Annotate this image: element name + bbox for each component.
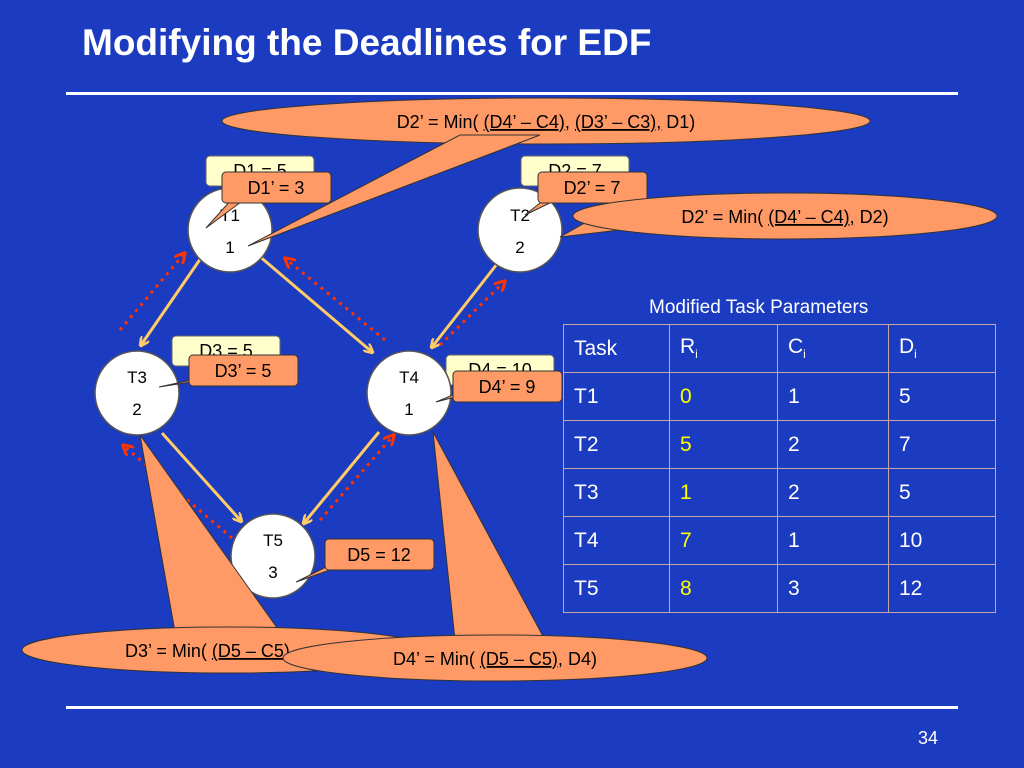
cell-task: T5 bbox=[563, 564, 670, 613]
table-row: T4 7 1 10 bbox=[563, 516, 996, 565]
cell-deadline: 5 bbox=[888, 372, 996, 421]
callout-term: (D5 – C5), bbox=[212, 641, 295, 661]
cell-task: T3 bbox=[563, 468, 670, 517]
callout-d2-top: D2’ = Min( (D4’ – C4), (D3’ – C3), D1) bbox=[221, 97, 871, 247]
back-arrow-t5-t4 bbox=[318, 436, 393, 521]
back-arrow-t3-t1 bbox=[118, 254, 184, 331]
task-name: T3 bbox=[127, 368, 147, 387]
task-cost: 1 bbox=[404, 400, 413, 419]
task-node-t2: T2 2 bbox=[477, 187, 563, 273]
d2-modified-label: D2’ = 7 bbox=[564, 178, 621, 198]
cell-cost: 2 bbox=[777, 420, 889, 469]
task-cost: 3 bbox=[268, 563, 277, 582]
task-cost: 2 bbox=[132, 400, 141, 419]
table-row: T3 1 2 5 bbox=[563, 468, 996, 517]
back-arrow-t4-t1 bbox=[286, 259, 386, 342]
callout-suffix: D4) bbox=[563, 649, 597, 669]
table-header-row: Task Ri Ci Di bbox=[563, 324, 996, 373]
callout-term: (D4’ – C4), bbox=[768, 207, 854, 227]
callout-suffix: D2) bbox=[855, 207, 889, 227]
callout-term: (D3’ – C3), bbox=[575, 112, 661, 132]
callout-d4-bottom: D4’ = Min( (D5 – C5), D4) bbox=[282, 431, 708, 682]
callout-prefix: D4’ = Min( bbox=[393, 649, 480, 669]
callouts: D2’ = Min( (D4’ – C4), (D3’ – C3), D1) D… bbox=[21, 97, 998, 682]
propagation-arrows bbox=[118, 254, 504, 540]
callout-prefix: D2’ = Min( bbox=[397, 112, 484, 132]
edge-t3-t5 bbox=[160, 431, 241, 521]
svg-text:D2’ = Min( (D4’ – C4), (D3’ –: D2’ = Min( (D4’ – C4), (D3’ – C3), D1) bbox=[397, 112, 696, 132]
callout-d2-right: D2’ = Min( (D4’ – C4), D2) bbox=[559, 192, 998, 240]
d4-modified-label: D4’ = 9 bbox=[479, 377, 536, 397]
d3-modified-label: D3’ = 5 bbox=[215, 361, 272, 381]
d1-modified-label: D1’ = 3 bbox=[248, 178, 305, 198]
task-cost: 1 bbox=[225, 238, 234, 257]
task-name: T2 bbox=[510, 206, 530, 225]
modified-deadline-boxes: D1’ = 3 D2’ = 7 D3’ = 5 D4’ = 9 D5 = 12 bbox=[158, 171, 648, 583]
cell-deadline: 10 bbox=[888, 516, 996, 565]
edge-t2-t4 bbox=[432, 263, 499, 347]
task-node-t3: T3 2 bbox=[94, 350, 180, 436]
bottom-divider bbox=[66, 706, 958, 709]
cell-release: 7 bbox=[669, 516, 778, 565]
callout-term: (D5 – C5), bbox=[480, 649, 563, 669]
slide-title: Modifying the Deadlines for EDF bbox=[82, 22, 652, 63]
back-arrow-t4-t2 bbox=[438, 282, 504, 347]
header-release: Ri bbox=[669, 324, 778, 373]
task-nodes: T1 1 T2 2 T3 2 T4 1 T5 3 bbox=[94, 187, 563, 599]
cell-task: T2 bbox=[563, 420, 670, 469]
edge-t1-t4 bbox=[257, 253, 372, 352]
header-task: Task bbox=[563, 324, 670, 373]
cell-deadline: 7 bbox=[888, 420, 996, 469]
cell-release: 1 bbox=[669, 468, 778, 517]
cell-deadline: 5 bbox=[888, 468, 996, 517]
table-row: T2 5 2 7 bbox=[563, 420, 996, 469]
task-parameters-table: Task Ri Ci Di T1 0 1 5 T2 5 2 7 T3 1 2 5… bbox=[563, 324, 996, 613]
edge-t1-t3 bbox=[141, 254, 205, 345]
svg-text:D2’ = Min( (D4’ – C4), D2): D2’ = Min( (D4’ – C4), D2) bbox=[681, 207, 888, 227]
task-name: T5 bbox=[263, 531, 283, 550]
cell-release: 5 bbox=[669, 420, 778, 469]
table-caption: Modified Task Parameters bbox=[649, 297, 869, 318]
svg-text:D3’ = Min( (D5 – C5),: D3’ = Min( (D5 – C5), bbox=[125, 641, 295, 661]
callout-prefix: D2’ = Min( bbox=[681, 207, 768, 227]
header-deadline: Di bbox=[888, 324, 996, 373]
callout-suffix: D1) bbox=[661, 112, 695, 132]
cell-cost: 1 bbox=[777, 516, 889, 565]
callout-prefix: D3’ = Min( bbox=[125, 641, 212, 661]
cell-release: 0 bbox=[669, 372, 778, 421]
callout-term: (D4’ – C4), bbox=[484, 112, 570, 132]
task-node-t1: T1 1 bbox=[187, 187, 273, 273]
cell-cost: 1 bbox=[777, 372, 889, 421]
page-number: 34 bbox=[918, 728, 939, 748]
d5-label: D5 = 12 bbox=[347, 545, 411, 565]
precedence-edges bbox=[141, 253, 499, 523]
top-divider bbox=[66, 92, 958, 95]
cell-release: 8 bbox=[669, 564, 778, 613]
header-cost: Ci bbox=[777, 324, 889, 373]
svg-text:D4’ = Min( (D5 – C5), D4): D4’ = Min( (D5 – C5), D4) bbox=[393, 649, 597, 669]
task-node-t5: T5 3 bbox=[230, 513, 316, 599]
edge-t4-t5 bbox=[304, 431, 381, 523]
cell-cost: 2 bbox=[777, 468, 889, 517]
task-cost: 2 bbox=[515, 238, 524, 257]
cell-deadline: 12 bbox=[888, 564, 996, 613]
cell-cost: 3 bbox=[777, 564, 889, 613]
task-node-t4: T4 1 bbox=[366, 350, 452, 436]
table-row: T1 0 1 5 bbox=[563, 372, 996, 421]
task-name: T4 bbox=[399, 368, 419, 387]
cell-task: T4 bbox=[563, 516, 670, 565]
table-row: T5 8 3 12 bbox=[563, 564, 996, 613]
cell-task: T1 bbox=[563, 372, 670, 421]
